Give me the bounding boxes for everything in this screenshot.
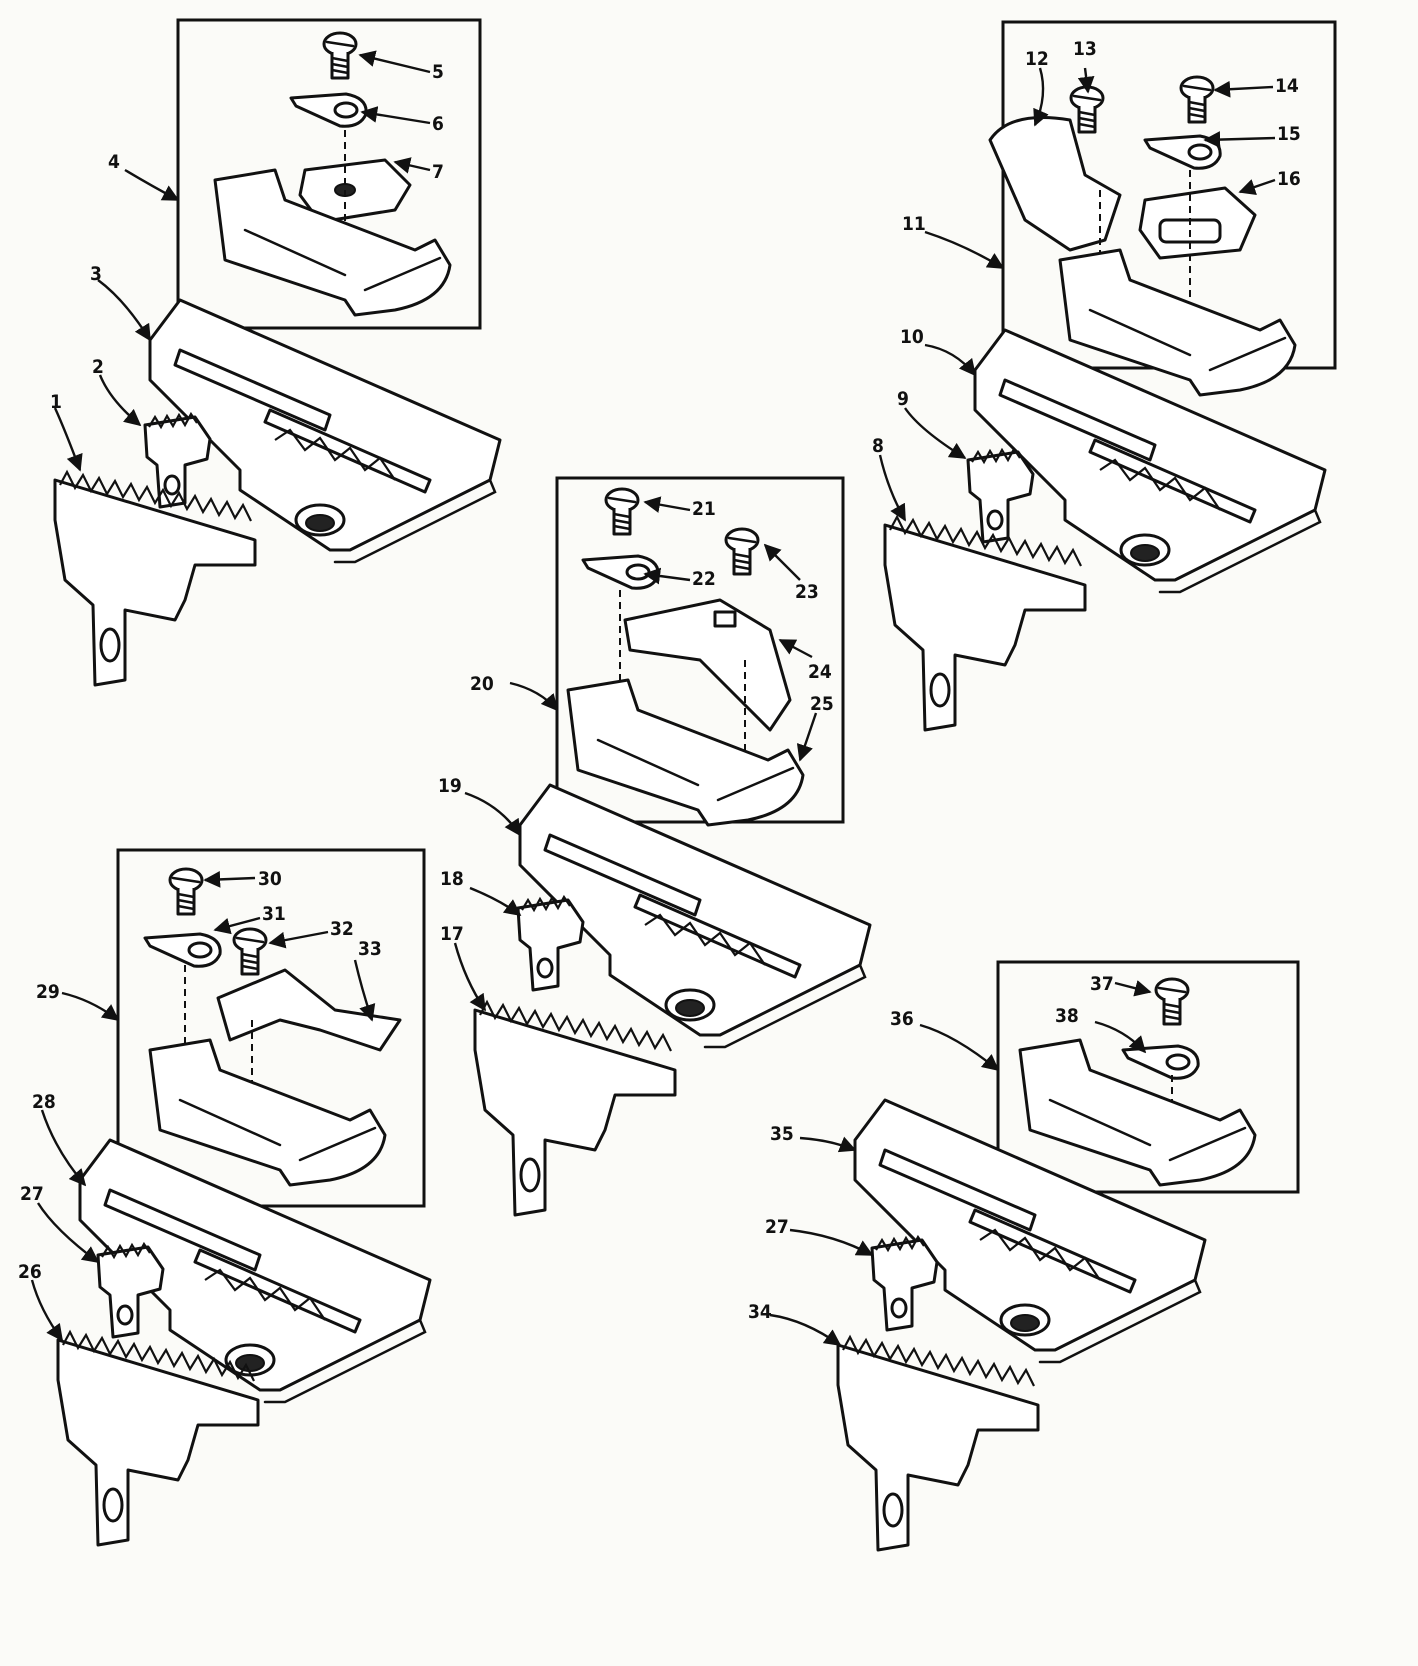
group-b <box>883 20 1337 732</box>
callout-22: 22 <box>692 568 716 590</box>
callout-14: 14 <box>1275 75 1299 97</box>
callout-17: 17 <box>440 923 464 945</box>
callout-27b: 27 <box>765 1216 789 1238</box>
inset-box-29 <box>116 848 426 1208</box>
callout-27a: 27 <box>20 1183 44 1205</box>
callout-33: 33 <box>358 938 382 960</box>
callout-26: 26 <box>18 1261 42 1283</box>
callout-25: 25 <box>810 693 834 715</box>
inset-box-20 <box>555 476 845 824</box>
callout-28: 28 <box>32 1091 56 1113</box>
callout-16: 16 <box>1277 168 1301 190</box>
callout-23: 23 <box>795 581 819 603</box>
callout-35: 35 <box>770 1123 794 1145</box>
callout-30: 30 <box>258 868 282 890</box>
callout-11: 11 <box>902 213 926 235</box>
callout-10: 10 <box>900 326 924 348</box>
group-d <box>56 848 432 1547</box>
callout-31: 31 <box>262 903 286 925</box>
callout-13: 13 <box>1073 38 1097 60</box>
inset-box-36 <box>996 960 1300 1194</box>
leaders <box>30 50 1276 1346</box>
callout-24: 24 <box>808 661 832 683</box>
callout-1: 1 <box>50 391 62 413</box>
callout-29: 29 <box>36 981 60 1003</box>
callout-37: 37 <box>1090 973 1114 995</box>
callout-2: 2 <box>92 356 104 378</box>
callout-32: 32 <box>330 918 354 940</box>
callout-9: 9 <box>897 388 909 410</box>
callout-38: 38 <box>1055 1005 1079 1027</box>
callout-6: 6 <box>432 113 444 135</box>
callout-20: 20 <box>470 673 494 695</box>
callout-8: 8 <box>872 435 884 457</box>
callout-12: 12 <box>1025 48 1049 70</box>
group-a <box>53 18 502 687</box>
callout-34: 34 <box>748 1301 772 1323</box>
callout-labels: 1 2 3 4 5 6 7 8 9 10 11 12 13 14 15 16 1… <box>18 38 1301 1323</box>
callout-4: 4 <box>108 151 120 173</box>
callout-3: 3 <box>90 263 102 285</box>
inset-box-4 <box>176 18 482 330</box>
callout-18: 18 <box>440 868 464 890</box>
callout-36: 36 <box>890 1008 914 1030</box>
group-e <box>836 960 1300 1552</box>
group-c <box>473 476 872 1217</box>
callout-7: 7 <box>432 161 444 183</box>
callout-19: 19 <box>438 775 462 797</box>
callout-5: 5 <box>432 61 444 83</box>
callout-21: 21 <box>692 498 716 520</box>
callout-15: 15 <box>1277 123 1301 145</box>
